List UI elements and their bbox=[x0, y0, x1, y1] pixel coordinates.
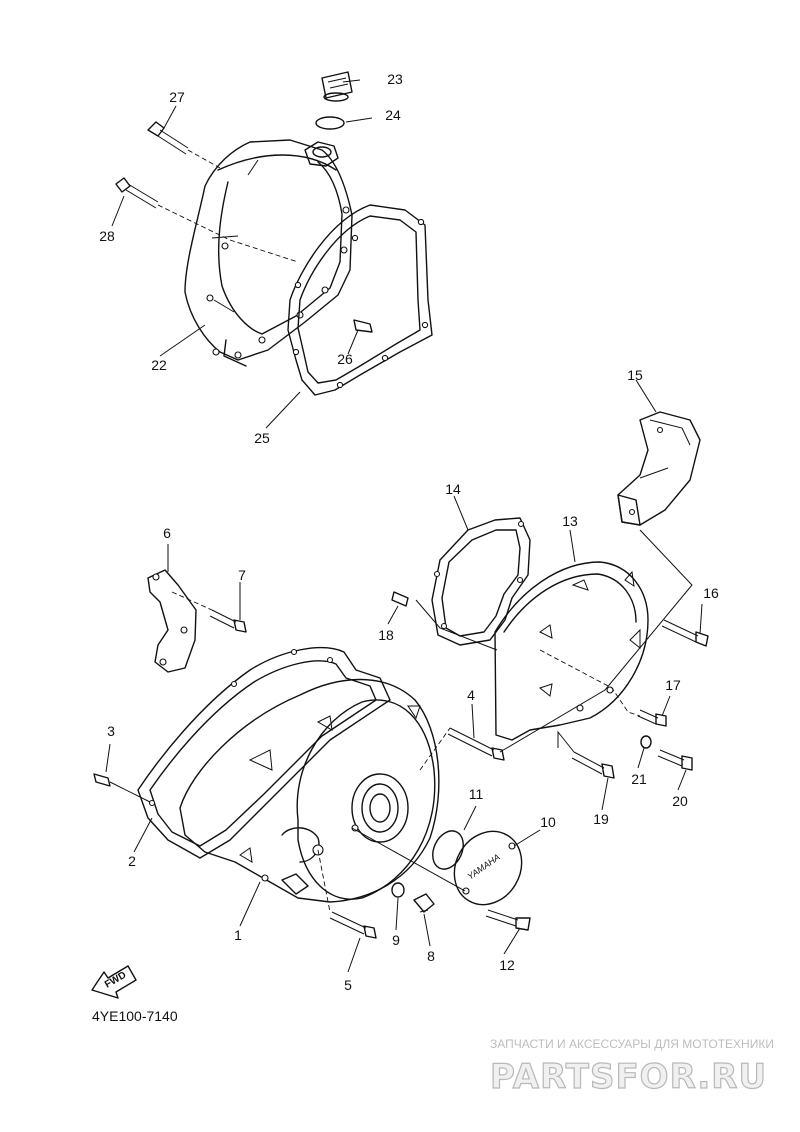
part-19-bolt bbox=[571, 751, 615, 779]
part-28-bolt bbox=[115, 177, 299, 263]
fwd-arrow: FWD bbox=[91, 965, 137, 999]
part-22-crankcase-cover bbox=[184, 139, 353, 367]
callout-12: 12 bbox=[499, 957, 515, 973]
callout-leaders bbox=[105, 79, 703, 973]
callout-16: 16 bbox=[703, 585, 719, 601]
part-5-bolt bbox=[329, 911, 377, 939]
part-14-gasket bbox=[431, 517, 531, 646]
callout-25: 25 bbox=[254, 430, 270, 446]
part-21-washer bbox=[640, 735, 652, 749]
callout-18: 18 bbox=[378, 627, 394, 643]
callout-3: 3 bbox=[107, 723, 115, 739]
callout-numbers: 1 2 3 4 5 6 7 8 9 10 11 12 13 14 15 16 1… bbox=[99, 71, 719, 993]
part-27-bolt bbox=[147, 121, 221, 169]
callout-6: 6 bbox=[163, 525, 171, 541]
part-15-bracket-cover bbox=[617, 411, 701, 526]
callout-8: 8 bbox=[427, 948, 435, 964]
watermark-tagline: ЗАПЧАСТИ И АКСЕССУАРЫ ДЛЯ МОТОТЕХНИКИ bbox=[490, 1037, 774, 1051]
callout-26: 26 bbox=[337, 351, 353, 367]
part-17-bolt bbox=[637, 709, 667, 727]
callout-23: 23 bbox=[387, 71, 403, 87]
part-10-emblem-cover: YAMAHA bbox=[453, 830, 523, 906]
watermark-logo: PARTSFOR.RU bbox=[490, 1057, 767, 1097]
part-1-crankcase-cover bbox=[179, 678, 440, 903]
callout-28: 28 bbox=[99, 228, 115, 244]
part-8-plug bbox=[413, 893, 435, 913]
part-23-oil-filler-cap bbox=[321, 71, 353, 102]
callout-2: 2 bbox=[128, 853, 136, 869]
callout-13: 13 bbox=[562, 513, 578, 529]
part-11-o-ring bbox=[432, 830, 464, 870]
part-13-generator-cover bbox=[494, 561, 649, 741]
drawing-code: 4YE100-7140 bbox=[92, 1008, 178, 1024]
part-16-bolt bbox=[661, 619, 709, 647]
callout-20: 20 bbox=[672, 793, 688, 809]
callout-15: 15 bbox=[627, 367, 643, 383]
callout-24: 24 bbox=[385, 107, 401, 123]
part-24-o-ring bbox=[315, 116, 345, 130]
callout-22: 22 bbox=[151, 357, 167, 373]
part-7-bolt bbox=[209, 609, 247, 633]
watermark: ЗАПЧАСТИ И АКСЕССУАРЫ ДЛЯ МОТОТЕХНИКИ PA… bbox=[489, 1037, 774, 1098]
part-9-washer bbox=[391, 882, 405, 898]
callout-4: 4 bbox=[467, 687, 475, 703]
callout-10: 10 bbox=[540, 814, 556, 830]
part-4-bolt bbox=[447, 727, 505, 761]
part-18-dowel bbox=[391, 591, 409, 607]
part-25-gasket bbox=[287, 204, 433, 396]
callout-14: 14 bbox=[445, 481, 461, 497]
part-3-dowel bbox=[93, 773, 111, 787]
callout-1: 1 bbox=[234, 927, 242, 943]
part-26-dowel-pin bbox=[353, 319, 373, 333]
callout-9: 9 bbox=[392, 932, 400, 948]
part-6-bracket bbox=[147, 569, 197, 673]
callout-7: 7 bbox=[238, 567, 246, 583]
cover-emblem-text: YAMAHA bbox=[465, 852, 501, 882]
callout-5: 5 bbox=[344, 977, 352, 993]
callout-27: 27 bbox=[169, 89, 185, 105]
assembly-guide-lines bbox=[109, 529, 693, 913]
callout-21: 21 bbox=[631, 771, 647, 787]
callout-19: 19 bbox=[593, 811, 609, 827]
callout-17: 17 bbox=[665, 677, 681, 693]
part-20-bolt bbox=[657, 749, 693, 771]
callout-11: 11 bbox=[469, 786, 484, 802]
part-12-screw bbox=[485, 909, 531, 931]
